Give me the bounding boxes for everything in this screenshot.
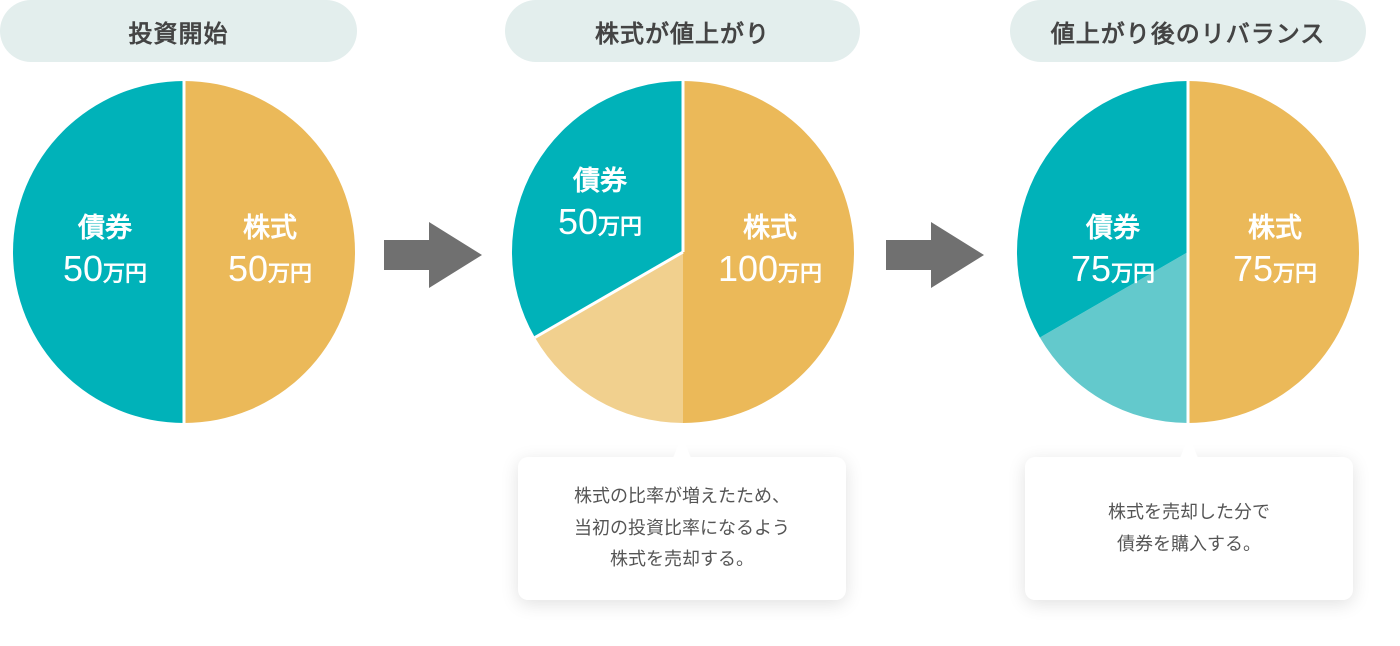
arrow-right-icon: [886, 222, 984, 288]
note-line: 当初の投資比率になるよう: [574, 517, 790, 539]
note-callout-rise: 株式の比率が増えたため、 当初の投資比率になるよう 株式を売却する。: [518, 435, 846, 600]
note-line: 株式の比率が増えたため、: [574, 486, 790, 508]
pie-chart-start: [13, 81, 355, 423]
stage-1-title: 投資開始: [0, 0, 357, 62]
stock-slice: [1188, 81, 1359, 423]
stage-2-title: 株式が値上がり: [505, 0, 860, 62]
stage-3-title: 値上がり後のリバランス: [1010, 0, 1366, 62]
pie-chart-rise: [511, 81, 854, 423]
note-line: 株式を売却する。: [610, 549, 754, 571]
arrow-right-icon: [384, 222, 482, 288]
note-line: 債券を購入する。: [1117, 533, 1261, 555]
bond-slice: [511, 81, 683, 338]
bond-slice: [13, 81, 184, 423]
note-callout-rebalance: 株式を売却した分で 債券を購入する。: [1025, 435, 1353, 600]
stock-excess-slice: [534, 252, 683, 423]
bond-added-slice: [1039, 252, 1188, 423]
pie-chart-rebalance: [1016, 81, 1359, 423]
bond-slice: [1016, 81, 1188, 338]
stock-slice: [184, 81, 355, 423]
note-line: 株式を売却した分で: [1108, 502, 1270, 523]
stock-slice: [683, 81, 854, 423]
